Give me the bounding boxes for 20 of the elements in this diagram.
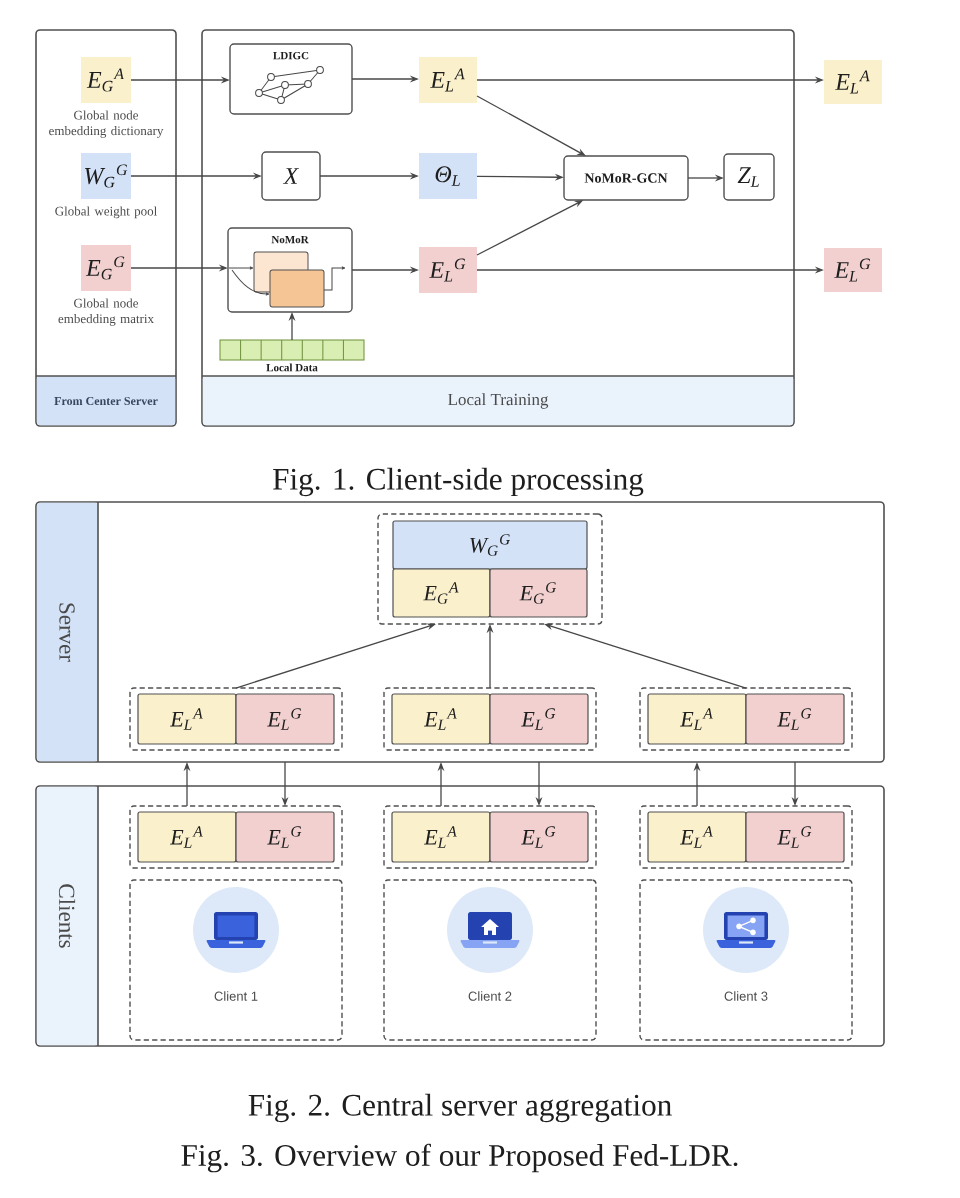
variable-box: W$_{G}$G xyxy=(81,153,131,199)
figure-caption: Fig. 3. Overview of our Proposed Fed-LDR. xyxy=(181,1143,738,1173)
variable-box: E$_{L}$G xyxy=(824,248,882,292)
dashed-box xyxy=(639,805,853,869)
dashed-box xyxy=(377,513,603,625)
variable-box: E$_{L}$A xyxy=(824,60,882,104)
variable-box: E$_{L}$A xyxy=(419,57,477,103)
figure-caption: Fig. 2. Central server aggregation xyxy=(248,1093,672,1123)
dashed-box xyxy=(383,687,597,751)
variable-box: E$_{G}$A xyxy=(81,57,131,103)
variable-box: Z$_{L}$ xyxy=(723,153,775,201)
dashed-box xyxy=(129,687,343,751)
variable-box: E$_{L}$G xyxy=(419,247,477,293)
figure-caption: Fig. 1. Client-side processing xyxy=(273,467,644,497)
dashed-box xyxy=(129,805,343,869)
dashed-box xyxy=(639,687,853,751)
dashed-box xyxy=(383,805,597,869)
variable-box: Θ$_{L}$ xyxy=(419,153,477,199)
variable-box: X xyxy=(261,151,321,201)
variable-box: E$_{G}$G xyxy=(81,245,131,291)
